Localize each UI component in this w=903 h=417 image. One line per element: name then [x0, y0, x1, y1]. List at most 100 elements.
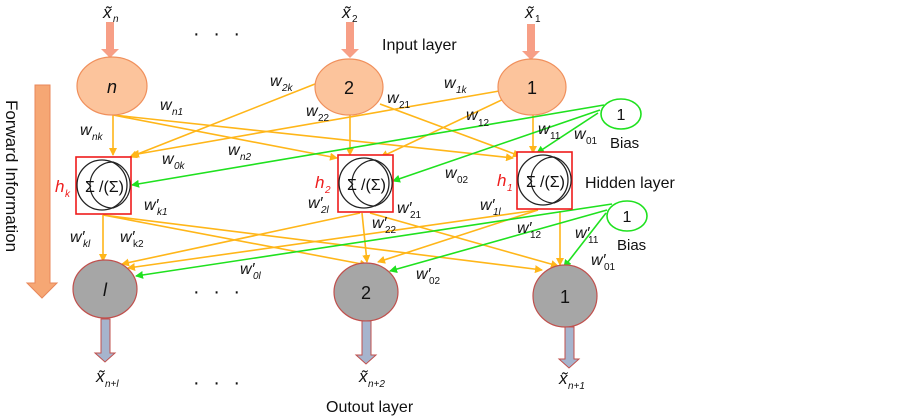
svg-text:/(Σ): /(Σ) — [99, 179, 124, 196]
svg-text:21: 21 — [399, 100, 411, 111]
weight-wk1p: w′k1 — [144, 197, 168, 218]
svg-text:2: 2 — [324, 185, 331, 196]
svg-text:w: w — [444, 75, 457, 92]
svg-text:1: 1 — [507, 183, 513, 194]
svg-text:2: 2 — [344, 78, 354, 98]
output-label-l: x̃ n+l — [95, 367, 119, 390]
svg-text:w′: w′ — [372, 215, 388, 232]
bias-node-hidden: 1 — [600, 98, 642, 130]
svg-text:n+2: n+2 — [368, 379, 385, 390]
svg-text:w′: w′ — [144, 197, 160, 214]
weight-labels-hidden-output: w′k1 w′2l w′21 w′1l w′kl w′k2 w′22 w′12 … — [70, 195, 616, 287]
svg-text:w′: w′ — [70, 229, 86, 246]
edges-bias-hidden — [131, 104, 605, 188]
edge-bias-l — [135, 203, 613, 279]
edge-k-1 — [102, 214, 543, 274]
edge-1-2 — [380, 95, 511, 158]
svg-text:h: h — [315, 173, 324, 192]
edge-2-1o — [369, 212, 559, 268]
edge-bias-1 — [536, 112, 599, 154]
hidden-layer-label: Hidden layer — [585, 175, 676, 192]
svg-text:n+1: n+1 — [568, 381, 585, 392]
svg-text:2: 2 — [361, 283, 371, 303]
svg-text:1k: 1k — [456, 85, 468, 96]
edge-2-l — [121, 212, 361, 267]
svg-text:w: w — [466, 107, 479, 124]
svg-text:w: w — [160, 97, 173, 114]
hidden-output-ellipsis: · · · — [193, 281, 244, 303]
svg-text:22: 22 — [318, 113, 330, 124]
forward-arrow — [25, 84, 59, 299]
input-ellipsis: · · · — [193, 23, 244, 45]
edges-bias-output — [135, 203, 613, 279]
output-node-1: 1 — [532, 264, 598, 328]
output-label-2: x̃ n+2 — [358, 367, 385, 390]
svg-text:12: 12 — [478, 118, 490, 129]
svg-text:2k: 2k — [281, 83, 294, 94]
svg-text:01: 01 — [604, 262, 616, 273]
input-arrows — [101, 22, 540, 60]
hidden-label-k: h k — [55, 177, 71, 200]
svg-text:n1: n1 — [172, 107, 183, 118]
svg-text:w′: w′ — [120, 229, 136, 246]
weight-w11p: w′11 — [575, 225, 599, 246]
svg-text:1: 1 — [527, 78, 537, 98]
output-node-l: l — [72, 259, 138, 319]
weight-wklp: w′kl — [70, 229, 91, 250]
svg-text:w: w — [538, 121, 551, 138]
weight-wk2p: w′k2 — [120, 229, 144, 250]
svg-text:Σ: Σ — [526, 174, 536, 191]
svg-text:w: w — [228, 142, 241, 159]
svg-text:n: n — [113, 14, 119, 25]
weight-w21p: w′21 — [397, 200, 422, 221]
edge-bias-k — [131, 104, 605, 188]
input-arrow-2 — [341, 22, 359, 58]
svg-text:1: 1 — [617, 107, 626, 124]
svg-text:x̃: x̃ — [341, 3, 352, 22]
svg-text:w: w — [80, 122, 93, 139]
svg-text:0k: 0k — [174, 161, 186, 172]
hidden-node-1: Σ /(Σ) — [516, 151, 573, 210]
weight-w02p: w′02 — [416, 266, 441, 287]
input-node-2: 2 — [314, 58, 384, 116]
hidden-label-1: h 1 — [497, 171, 513, 194]
svg-text:11: 11 — [550, 131, 561, 142]
edge-2-1 — [379, 103, 521, 158]
svg-text:Σ: Σ — [85, 179, 95, 196]
svg-text:w′: w′ — [416, 266, 432, 283]
edge-1-k — [131, 89, 506, 158]
svg-text:w′: w′ — [591, 252, 607, 269]
svg-text:n+l: n+l — [105, 379, 119, 390]
input-layer-label: Input layer — [382, 37, 457, 54]
svg-text:w′: w′ — [575, 225, 591, 242]
svg-text:k2: k2 — [133, 239, 144, 250]
svg-text:x̃: x̃ — [558, 369, 569, 388]
svg-text:1: 1 — [535, 14, 541, 25]
svg-text:1: 1 — [623, 209, 632, 226]
edge-n-1 — [112, 114, 514, 162]
svg-text:1: 1 — [560, 287, 570, 307]
edge-bias-2 — [392, 109, 601, 183]
weight-w22p: w′22 — [372, 215, 397, 236]
svg-text:w′: w′ — [308, 195, 324, 212]
edge-bias-2o — [389, 209, 608, 273]
svg-text:x̃: x̃ — [358, 367, 369, 386]
bias-label-output: Bias — [617, 237, 646, 254]
output-ellipsis: · · · — [193, 372, 244, 394]
svg-text:11: 11 — [588, 235, 599, 246]
svg-text:h: h — [497, 171, 506, 190]
svg-text:w: w — [387, 90, 400, 107]
bias-label-hidden: Bias — [610, 135, 639, 152]
hidden-label-2: h 2 — [315, 173, 331, 196]
input-node-n: n — [76, 56, 148, 116]
input-label-2: x̃ 2 — [341, 3, 358, 25]
weight-w1lp: w′1l — [480, 197, 502, 218]
svg-text:/(Σ): /(Σ) — [540, 174, 565, 191]
